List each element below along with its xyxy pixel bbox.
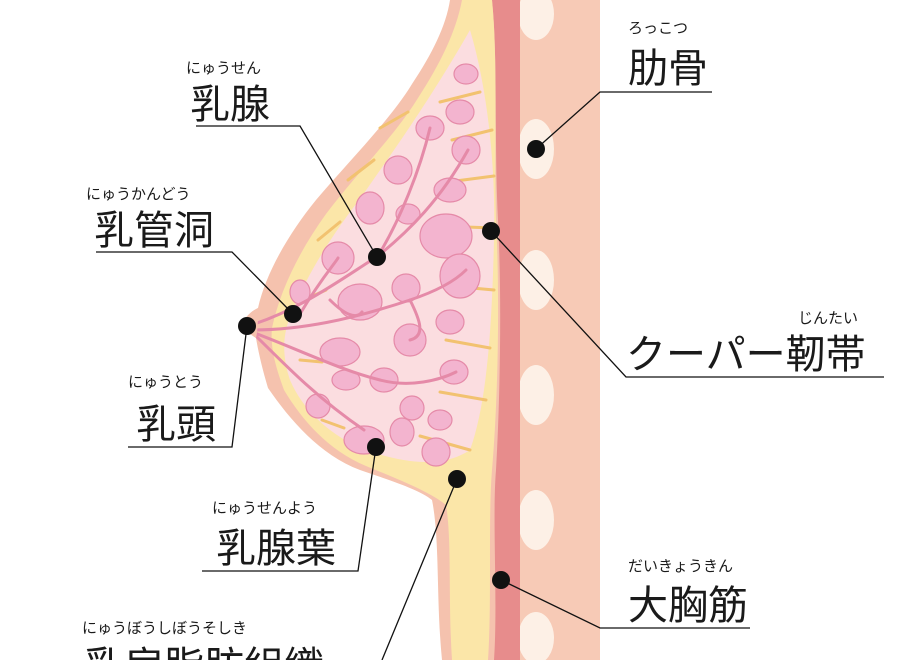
lobule xyxy=(453,63,479,85)
ligament-strand xyxy=(298,358,324,364)
label-lobe-ruby: にゅうせんよう xyxy=(212,499,317,517)
lobule xyxy=(389,417,415,447)
marker-rib xyxy=(527,140,545,158)
leader-pectoral xyxy=(500,579,750,629)
lobule xyxy=(355,191,385,225)
label-sinus: 乳管洞 xyxy=(94,208,214,254)
marker-pectoral xyxy=(492,571,510,589)
leader-fat xyxy=(381,478,458,660)
rib xyxy=(518,612,554,660)
lobule xyxy=(435,309,465,335)
rib xyxy=(518,0,554,40)
leader-rib xyxy=(535,91,712,150)
label-nipple-ruby: にゅうとう xyxy=(128,373,203,391)
label-cooper-ruby: じんたい xyxy=(798,309,858,327)
marker-nipple xyxy=(238,317,256,335)
marker-fat xyxy=(448,470,466,488)
lobules xyxy=(289,63,481,467)
label-pectoral-ruby: だいきょうきん xyxy=(628,557,733,575)
markers xyxy=(238,140,545,589)
lobule xyxy=(445,99,475,125)
rib xyxy=(518,365,554,425)
duct-branch xyxy=(250,268,468,332)
leader-nipple xyxy=(128,325,248,448)
label-pectoral: 大胸筋 xyxy=(628,583,748,629)
duct-branch xyxy=(250,330,458,385)
label-fat-ruby: にゅうぼうしぼうそしき xyxy=(82,619,247,637)
marker-gland xyxy=(368,248,386,266)
leader-cooper xyxy=(490,230,884,378)
chest-wall xyxy=(520,0,600,660)
label-rib: 肋骨 xyxy=(628,46,708,92)
lobule xyxy=(399,395,425,421)
duct-branch xyxy=(376,126,432,258)
lobule xyxy=(419,213,473,259)
label-gland: 乳腺 xyxy=(190,82,270,128)
leader-sinus xyxy=(96,251,294,315)
ligament-strand xyxy=(346,158,376,182)
lobule xyxy=(383,155,413,185)
label-fat: 乳房脂肪組織 xyxy=(84,644,324,660)
marker-sinus xyxy=(284,305,302,323)
leader-gland xyxy=(196,125,378,258)
ligament-strand xyxy=(438,90,482,104)
lobule xyxy=(305,393,331,419)
ligament-strand xyxy=(438,390,488,402)
lobule xyxy=(427,409,453,431)
duct-branch xyxy=(328,298,364,317)
label-nipple: 乳頭 xyxy=(136,402,216,448)
ligament-strand xyxy=(444,338,492,350)
lobule xyxy=(451,135,481,165)
label-sinus-ruby: にゅうかんどう xyxy=(86,185,191,203)
duct-branch xyxy=(252,332,366,432)
ligament-strand xyxy=(316,220,342,242)
ligament-strand xyxy=(320,418,346,430)
lobule xyxy=(421,437,451,467)
duct-branch xyxy=(298,256,340,316)
ligament-strand xyxy=(378,110,410,130)
rib xyxy=(518,490,554,550)
ribs xyxy=(518,0,554,660)
duct-branch xyxy=(408,298,422,342)
leader-lobe xyxy=(202,446,377,572)
marker-cooper xyxy=(482,222,500,240)
label-rib-ruby: ろっこつ xyxy=(628,19,688,37)
label-lobe: 乳腺葉 xyxy=(216,526,336,572)
marker-lobe xyxy=(367,438,385,456)
label-cooper: クーパー靭帯 xyxy=(626,332,866,378)
leader-lines xyxy=(96,91,884,660)
label-gland-ruby: にゅうせん xyxy=(186,59,261,77)
